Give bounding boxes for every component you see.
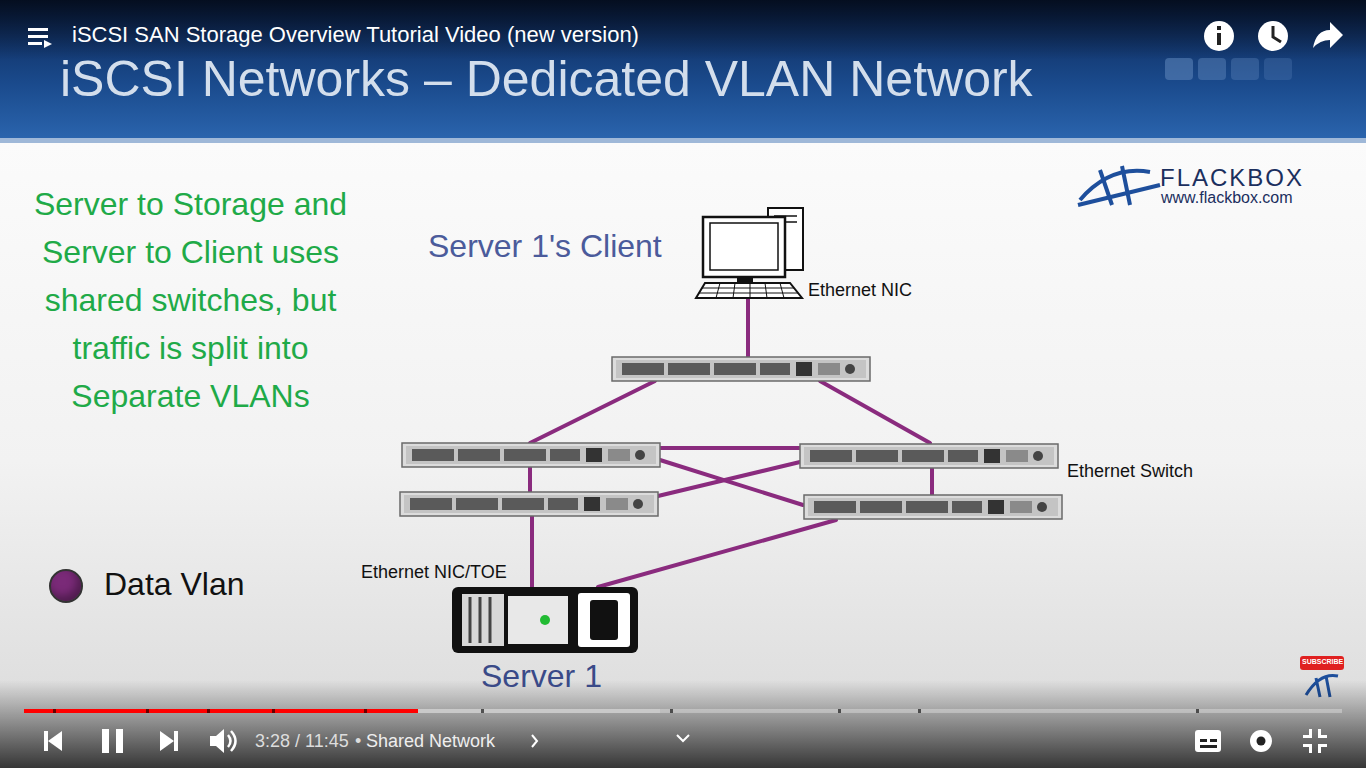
video-title: iSCSI SAN Storage Overview Tutorial Vide… (72, 22, 639, 48)
legend-text: Data Vlan (104, 566, 245, 603)
subscribe-badge: SUBSCRIBE (1302, 658, 1343, 665)
switch-label: Ethernet Switch (1067, 461, 1193, 482)
time-display: 3:28 / 11:45 (255, 731, 349, 752)
network-node: Server 1's ClientEthernet NIC (420, 200, 960, 310)
nic-label: Ethernet NIC (808, 280, 912, 301)
separator-dot: • (355, 731, 361, 752)
logo-text: FLACKBOX (1160, 164, 1304, 192)
chapter-name: Shared Network (366, 731, 495, 752)
legend-swatch (49, 569, 83, 603)
logo-url: www.flackbox.com (1161, 189, 1293, 207)
slide-title: iSCSI Networks – Dedicated VLAN Network (60, 50, 1033, 108)
nic-toe-label: Ethernet NIC/TOE (361, 562, 507, 583)
server-heading: Server 1 (481, 658, 602, 695)
slide-note: Server to Storage and Server to Client u… (18, 180, 363, 420)
network-node: Ethernet NIC/TOE Server 1 (360, 560, 660, 695)
network-node: Ethernet Switch (800, 444, 1057, 468)
client-heading: Server 1's Client (428, 228, 662, 265)
